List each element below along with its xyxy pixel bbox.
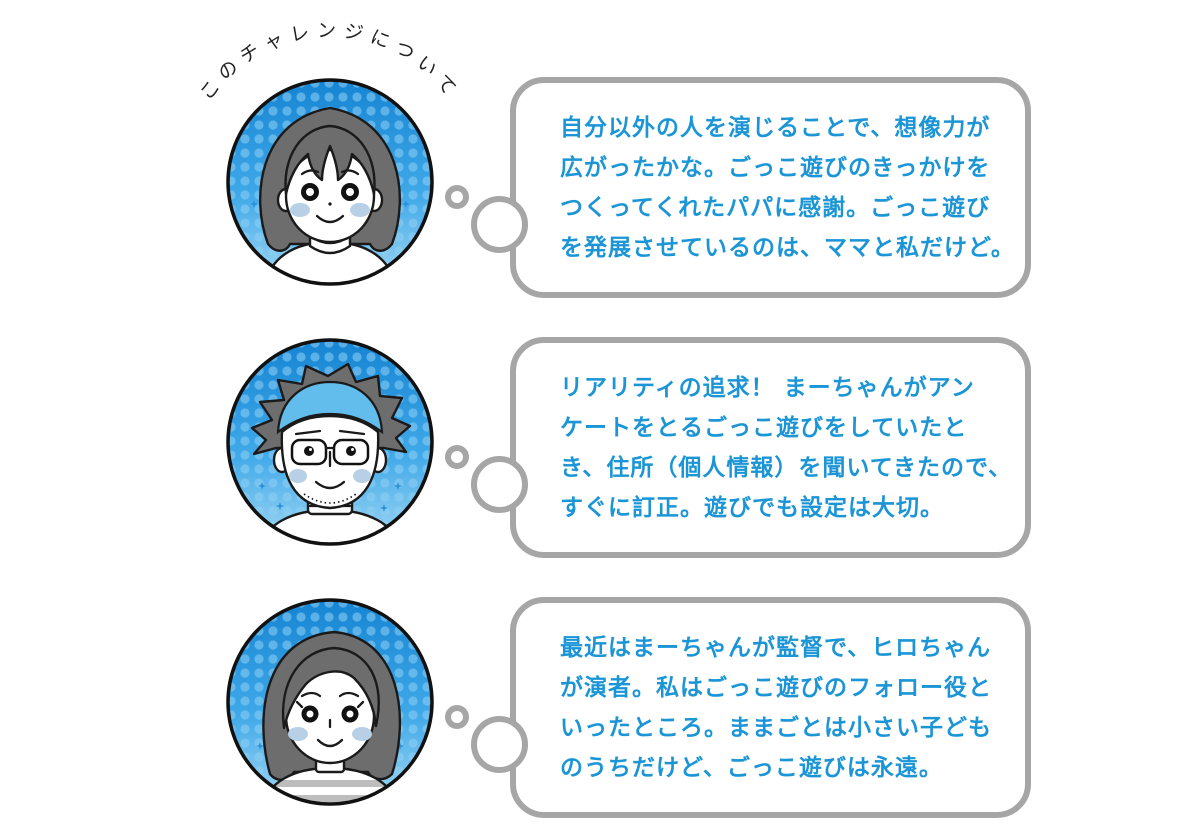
- speech-bubble: 自分以外の人を演じることで、想像力が 広がったかな。ごっこ遊びのきっかけを つく…: [510, 77, 1031, 298]
- father-avatar-icon: [226, 338, 434, 546]
- comment-line: すぐに訂正。遊びでも設定は大切。: [560, 494, 944, 521]
- thought-dot-small: [445, 705, 469, 729]
- comment-line: 広がったかな。ごっこ遊びのきっかけを: [560, 154, 991, 181]
- comment-line: 自分以外の人を演じることで、想像力が: [560, 114, 991, 141]
- headband: [276, 380, 384, 435]
- daughter-avatar-icon: [226, 78, 434, 286]
- bangs: [281, 646, 380, 730]
- mouth: [316, 738, 344, 748]
- thought-dot-small: [445, 445, 469, 469]
- thought-dot-small: [445, 185, 469, 209]
- comment-line: ケートをとるごっこ遊びをしていたと: [560, 414, 968, 441]
- eyes: [295, 700, 365, 723]
- mouth: [314, 480, 346, 490]
- comment-line: のうちだけど、ごっこ遊びは永遠。: [560, 754, 943, 781]
- mouth: [315, 214, 345, 224]
- comment-row-mother: 最近はまーちゃんが監督で、ヒロちゃん が演者。私はごっこ遊びのフォロー役と いっ…: [0, 520, 1200, 818]
- comment-line: を発展させているのは、ママと私だけど。: [560, 234, 1015, 261]
- comment-line: つくってくれたパパに感謝。ごっこ遊び: [560, 194, 991, 221]
- comment-line: リアリティの追求！ まーちゃんがアン: [560, 374, 975, 401]
- thought-dot-large: [471, 456, 528, 513]
- bangs: [284, 124, 376, 196]
- comment-line: 最近はまーちゃんが監督で、ヒロちゃん: [560, 634, 992, 661]
- thought-dot-large: [471, 196, 528, 253]
- mother-avatar-icon: [226, 598, 434, 806]
- eyes: [304, 446, 356, 456]
- glasses: [290, 438, 370, 466]
- speech-bubble: リアリティの追求！ まーちゃんがアン ケートをとるごっこ遊びをしていたと き、住…: [510, 337, 1031, 558]
- face: [284, 148, 376, 244]
- comment-line: いったところ。ままごとは小さい子ども: [560, 714, 992, 741]
- speech-bubble: 最近はまーちゃんが監督で、ヒロちゃん が演者。私はごっこ遊びのフォロー役と いっ…: [510, 597, 1031, 818]
- comment-line: が演者。私はごっこ遊びのフォロー役と: [560, 674, 992, 701]
- comment-row-daughter: 自分以外の人を演じることで、想像力が 広がったかな。ごっこ遊びのきっかけを つく…: [0, 0, 1200, 298]
- thought-dot-large: [471, 716, 528, 773]
- eyes: [301, 183, 359, 201]
- comment-line: き、住所（個人情報）を聞いてきたので、: [560, 454, 1013, 481]
- comment-row-father: リアリティの追求！ まーちゃんがアン ケートをとるごっこ遊びをしていたと き、住…: [0, 260, 1200, 558]
